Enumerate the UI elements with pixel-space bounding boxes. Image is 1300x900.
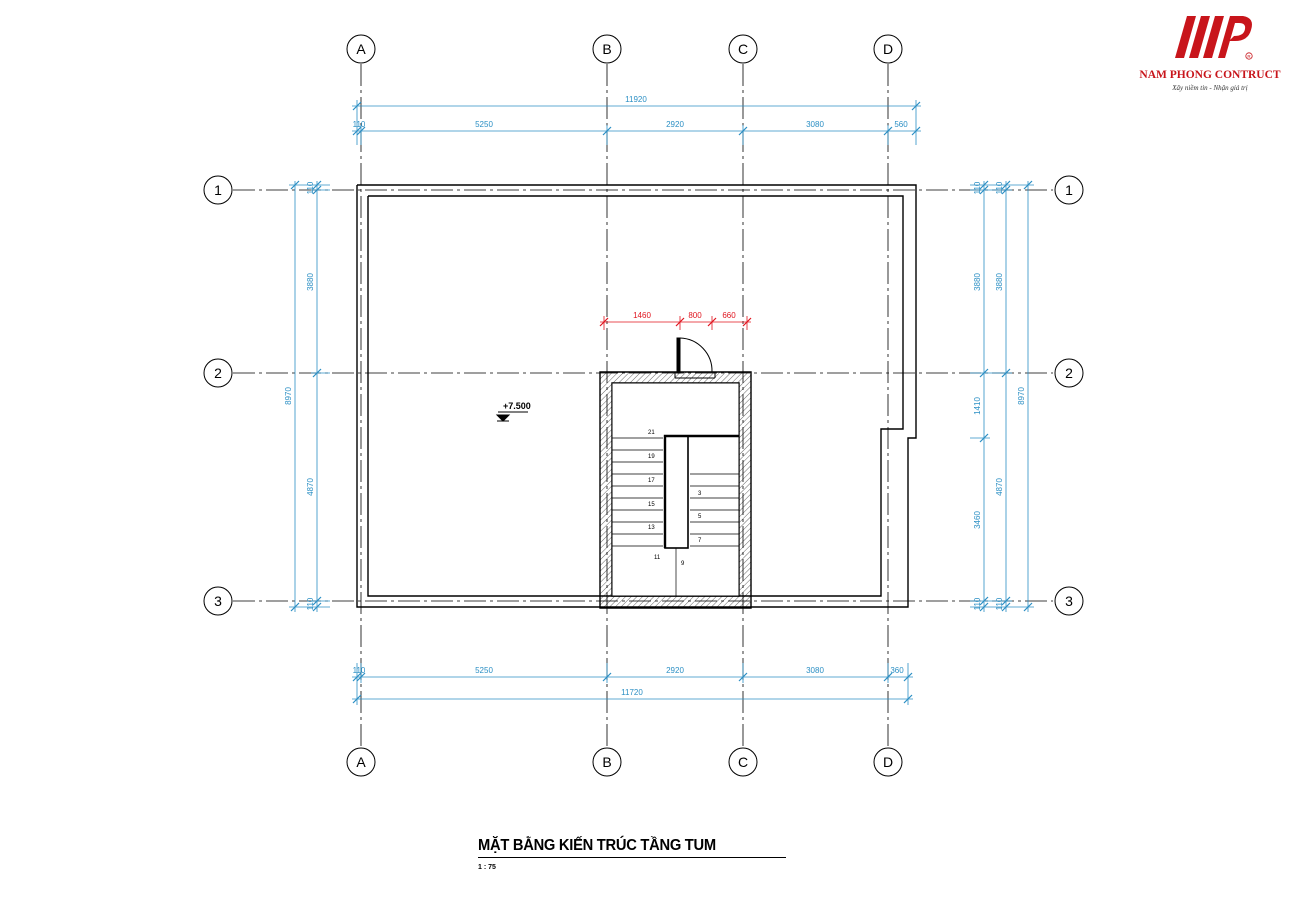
grid-label-b-bottom: B	[602, 754, 611, 770]
grid-bubbles-left	[203, 175, 233, 616]
grid-label-a-bottom: A	[356, 754, 366, 770]
dim-right-mid: 4870	[995, 478, 1004, 496]
dim-right-total: 8970	[1017, 387, 1026, 405]
grid-label-d-top: D	[883, 41, 893, 57]
grid-label-a-top: A	[356, 41, 366, 57]
drawing-title: MẶT BẰNG KIẾN TRÚC TẦNG TUM	[478, 837, 716, 854]
step-number: 11	[654, 555, 661, 561]
dim-bottom-segment: 360	[890, 666, 904, 675]
dimension-lines-left	[289, 181, 330, 612]
dim-left-segment: 110	[306, 597, 315, 610]
grid-bubbles-bottom	[346, 747, 903, 777]
company-logo: R NAM PHONG CONTRUCT Xây niềm tin - Nhận…	[1128, 12, 1292, 92]
stair-dimension-lines	[599, 316, 752, 330]
dim-bottom-segment: 3080	[806, 666, 824, 675]
dim-top-segment: 560	[894, 120, 908, 129]
mp-logo-icon: R	[1175, 16, 1253, 60]
grid-label-3-right: 3	[1065, 593, 1073, 609]
dim-top-segment: 2920	[666, 120, 684, 129]
stair-dim: 800	[688, 311, 702, 320]
svg-text:R: R	[1247, 54, 1251, 59]
step-number: 15	[648, 502, 655, 508]
step-number: 5	[698, 514, 702, 520]
drawing-title-block: MẶT BẰNG KIẾN TRÚC TẦNG TUM 1 : 75	[478, 837, 788, 871]
dim-top-total: 11920	[625, 95, 647, 104]
dim-right-mid: 110	[995, 181, 1004, 194]
stair-treads	[612, 437, 739, 596]
roof-outline	[356, 184, 917, 608]
company-name: NAM PHONG CONTRUCT	[1139, 69, 1281, 81]
grid-label-b-top: B	[602, 41, 611, 57]
dim-left-segment: 3880	[306, 273, 315, 291]
dim-top-segment: 5250	[475, 120, 493, 129]
dim-right-inner: 1410	[973, 397, 982, 415]
dim-left-total: 8970	[284, 387, 293, 405]
dim-left-segment: 4870	[306, 478, 315, 496]
grid-bubbles-top	[346, 34, 903, 64]
grid-label-1-left: 1	[214, 182, 222, 198]
stair-core	[599, 371, 752, 609]
dimension-ticks-right	[979, 180, 1033, 612]
dimension-lines-bottom	[352, 663, 913, 705]
dim-top-segment: 110	[353, 120, 366, 129]
dim-bottom-total: 11720	[621, 688, 643, 697]
dim-right-mid: 110	[995, 597, 1004, 610]
dimension-lines-top	[352, 100, 921, 145]
stair-dim: 660	[722, 311, 736, 320]
dim-right-mid: 3880	[995, 273, 1004, 291]
step-number: 3	[698, 491, 702, 497]
dim-bottom-segment: 2920	[666, 666, 684, 675]
door-swing	[674, 337, 716, 379]
grid-label-3-left: 3	[214, 593, 222, 609]
dim-top-segment: 3080	[806, 120, 824, 129]
grid-bubbles-right	[1054, 175, 1084, 616]
level-mark-text: +7.500	[503, 401, 531, 411]
dim-left-segment: 110	[306, 181, 315, 194]
level-mark	[495, 411, 528, 422]
step-number: 13	[648, 525, 655, 531]
dim-right-inner: 110	[973, 181, 982, 194]
dimension-lines-right	[970, 181, 1034, 612]
stair-handrail	[663, 434, 739, 549]
step-number: 17	[648, 478, 655, 484]
grid-label-2-left: 2	[214, 365, 222, 381]
company-slogan: Xây niềm tin - Nhận giá trị	[1172, 84, 1248, 92]
dim-right-inner: 110	[973, 597, 982, 610]
dim-bottom-segment: 5250	[475, 666, 493, 675]
dimension-ticks-bottom	[352, 672, 913, 704]
dim-right-inner: 3460	[973, 511, 982, 529]
dim-right-inner: 3880	[973, 273, 982, 291]
grid-label-1-right: 1	[1065, 182, 1073, 198]
dimension-ticks-top	[352, 101, 921, 136]
title-underline	[478, 857, 786, 858]
step-number: 7	[698, 538, 702, 544]
drawing-scale: 1 : 75	[478, 864, 496, 871]
step-number: 21	[648, 430, 655, 436]
grid-label-c-top: C	[738, 41, 748, 57]
step-number: 9	[681, 561, 685, 567]
grid-label-d-bottom: D	[883, 754, 893, 770]
dimension-ticks-left	[290, 180, 322, 612]
grid-label-2-right: 2	[1065, 365, 1073, 381]
grid-label-c-bottom: C	[738, 754, 748, 770]
stair-dim: 1460	[633, 311, 651, 320]
step-number: 19	[648, 454, 655, 460]
dim-bottom-segment: 110	[353, 666, 366, 675]
